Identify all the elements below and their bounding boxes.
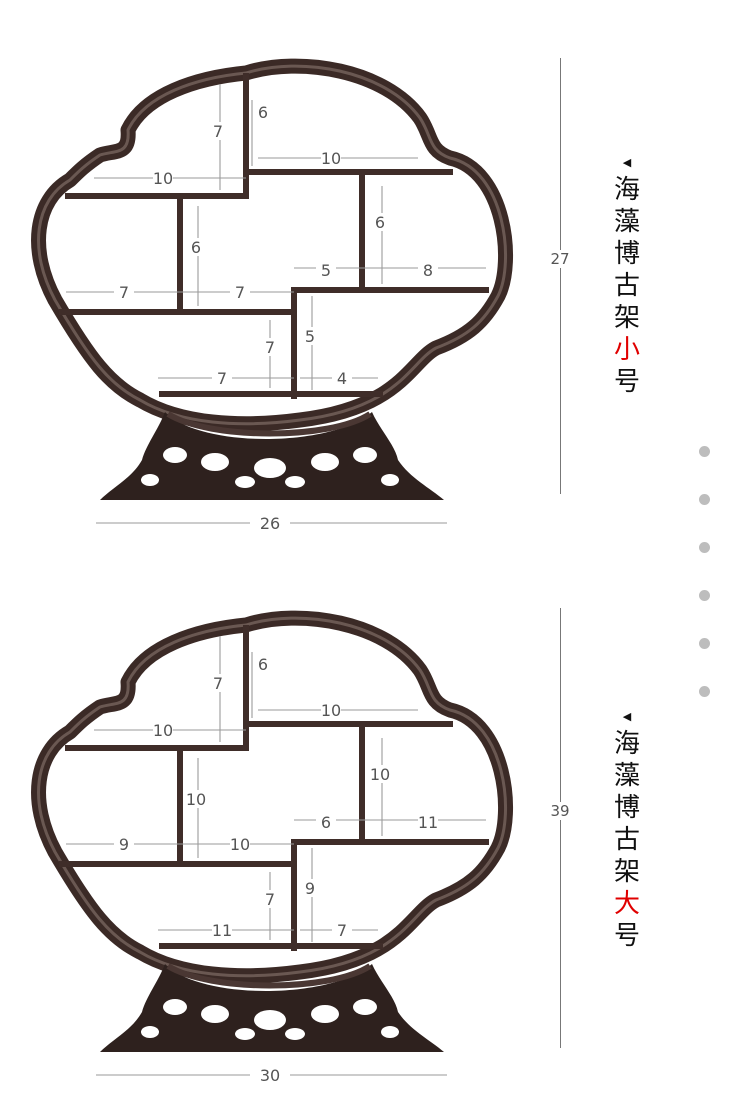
title-char: 古 (613, 271, 640, 301)
shelf-frame (31, 58, 514, 432)
dimension-label: 7 (265, 890, 275, 909)
title-char: 博 (613, 793, 640, 823)
dimension-label: 7 (235, 283, 245, 302)
dimension-label: 7 (119, 283, 129, 302)
carousel-dots (699, 446, 711, 734)
product-title-small: ◀ 海藻博古架小号 (607, 156, 647, 398)
dimension-label: 6 (258, 103, 268, 122)
dimension-label: 10 (186, 790, 206, 809)
dimension-label: 7 (265, 338, 275, 357)
width-label: 30 (260, 1066, 280, 1085)
dimension-label: 10 (370, 765, 390, 784)
height-line-small (560, 58, 561, 494)
dimension-label: 6 (321, 813, 331, 832)
title-char: 藻 (613, 761, 640, 791)
dimension-label: 8 (423, 261, 433, 280)
triangle-marker-icon: ◀ (622, 156, 632, 169)
carved-stand (100, 411, 444, 500)
dimension-label: 4 (337, 369, 347, 388)
title-char: 号 (613, 921, 640, 951)
dimension-label: 5 (305, 327, 315, 346)
shelf-frame (31, 610, 514, 984)
width-label: 26 (260, 514, 280, 533)
carousel-dot[interactable] (699, 686, 710, 697)
carousel-dot[interactable] (699, 590, 710, 601)
dimension-label: 11 (212, 921, 232, 940)
dimension-label: 10 (321, 701, 341, 720)
dimension-label: 6 (191, 238, 201, 257)
title-char: 藻 (613, 207, 640, 237)
title-char: 小 (613, 335, 640, 365)
title-char: 架 (613, 303, 640, 333)
title-char: 海 (613, 175, 640, 205)
height-line-large (560, 608, 561, 1048)
dimension-label: 10 (153, 169, 173, 188)
dimension-label: 6 (258, 655, 268, 674)
dimension-label: 6 (375, 213, 385, 232)
dimension-label: 7 (213, 122, 223, 141)
title-char: 大 (613, 889, 640, 919)
dimension-label: 7 (337, 921, 347, 940)
height-label-large: 39 (543, 802, 577, 820)
dimension-label: 10 (153, 721, 173, 740)
title-char: 号 (613, 367, 640, 397)
dimension-label: 7 (213, 674, 223, 693)
dimension-label: 5 (321, 261, 331, 280)
dimension-label: 9 (119, 835, 129, 854)
height-label-small: 27 (543, 250, 577, 268)
dimension-label: 10 (321, 149, 341, 168)
product-title-large: ◀ 海藻博古架大号 (607, 710, 647, 952)
shelf-diagram-small: 6 7 10 10 6 6 5 8 7 7 7 5 7 4 26 (31, 58, 514, 533)
dimension-label: 10 (230, 835, 250, 854)
title-char: 海 (613, 729, 640, 759)
dimension-label: 11 (418, 813, 438, 832)
title-char: 架 (613, 857, 640, 887)
carousel-dot[interactable] (699, 446, 710, 457)
carved-stand (100, 963, 444, 1052)
dimension-label: 7 (217, 369, 227, 388)
carousel-dot[interactable] (699, 542, 710, 553)
triangle-marker-icon: ◀ (622, 710, 632, 723)
title-char: 博 (613, 239, 640, 269)
shelf-diagram-large: 6 7 10 10 10 10 6 11 9 10 7 9 11 7 30 (31, 610, 514, 1085)
title-char: 古 (613, 825, 640, 855)
dimension-label: 9 (305, 879, 315, 898)
carousel-dot[interactable] (699, 494, 710, 505)
carousel-dot[interactable] (699, 638, 710, 649)
